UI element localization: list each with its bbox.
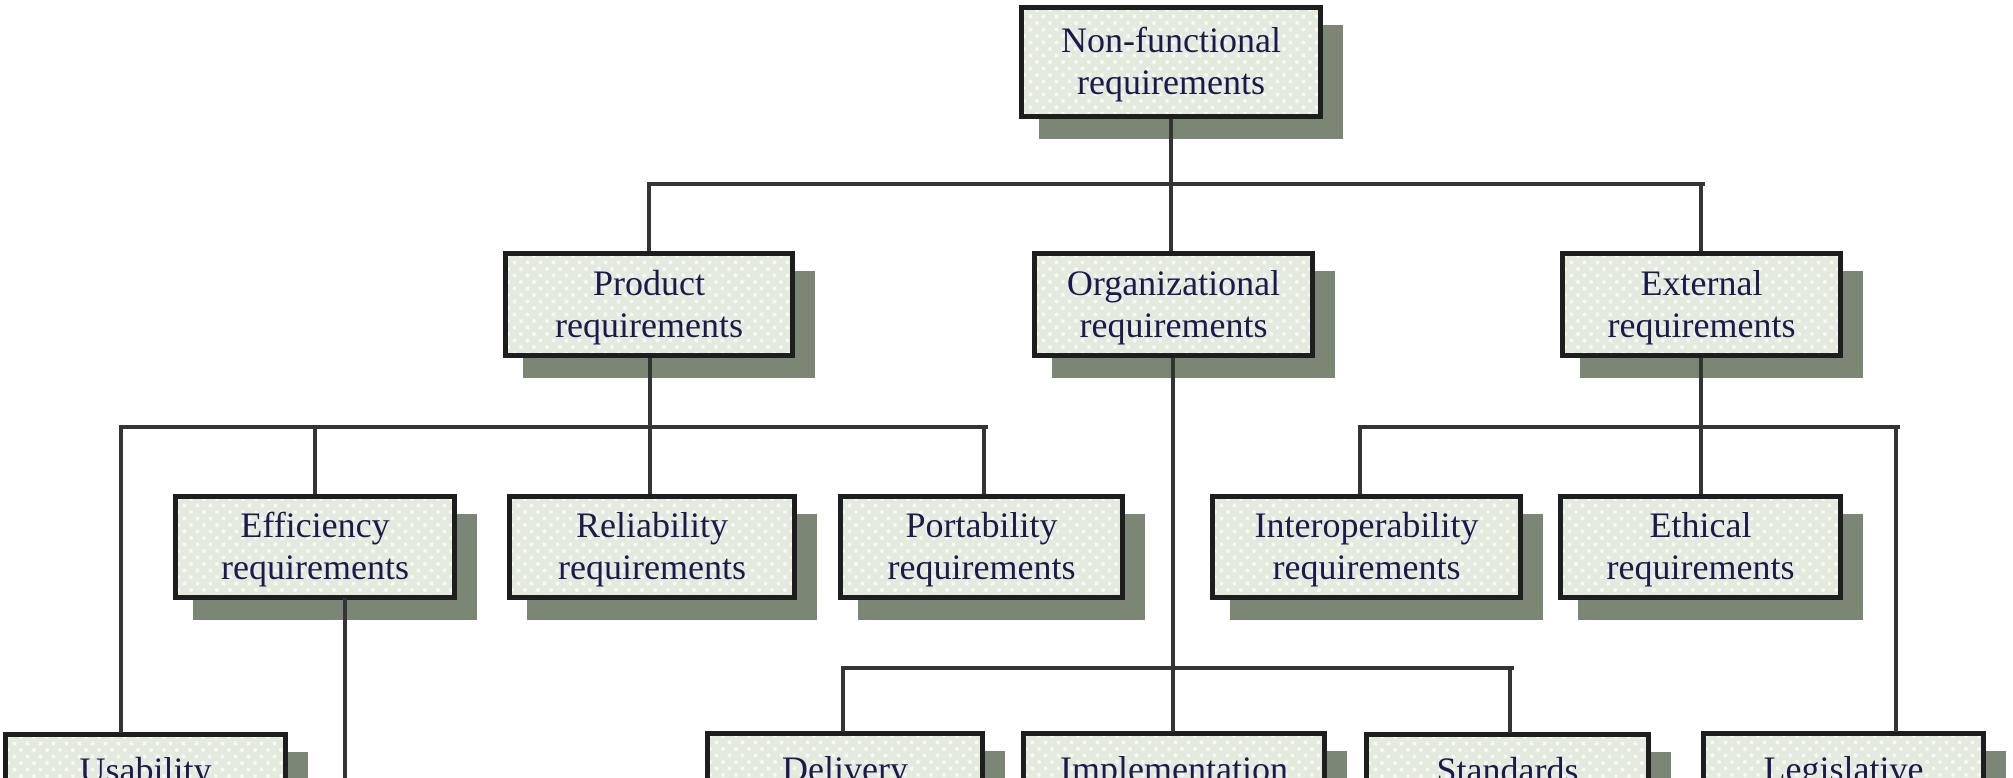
connector xyxy=(1894,425,1898,732)
node-label: Delivery xyxy=(782,749,908,778)
node-label: Reliability requirements xyxy=(558,505,746,587)
node-label: Interoperability requirements xyxy=(1254,505,1479,587)
node-usability: Usability xyxy=(3,732,288,778)
node-standards: Standards xyxy=(1364,732,1651,778)
connector xyxy=(647,182,651,251)
node-organizational-requirements: Organizational requirements xyxy=(1032,251,1315,358)
node-label: Legislative xyxy=(1763,749,1924,778)
node-label: Ethical requirements xyxy=(1606,505,1795,587)
connector xyxy=(1508,666,1512,733)
connector xyxy=(1169,119,1173,186)
node-label: Usability xyxy=(79,750,212,778)
connector xyxy=(841,666,1514,670)
node-label: Implementation xyxy=(1060,749,1288,778)
node-efficiency-requirements: Efficiency requirements xyxy=(173,494,457,600)
connector xyxy=(1358,425,1900,429)
node-portability-requirements: Portability requirements xyxy=(838,494,1125,600)
node-label: Product requirements xyxy=(555,262,743,345)
connector xyxy=(1169,182,1173,251)
connector xyxy=(1358,425,1362,494)
node-reliability-requirements: Reliability requirements xyxy=(507,494,797,600)
connector xyxy=(841,666,845,732)
node-legislative: Legislative xyxy=(1701,731,1986,778)
connector xyxy=(982,425,986,494)
connector xyxy=(119,425,123,733)
node-non-functional-requirements: Non-functional requirements xyxy=(1019,5,1323,119)
connector xyxy=(313,425,317,494)
node-interoperability-requirements: Interoperability requirements xyxy=(1210,494,1523,600)
connector xyxy=(1699,182,1703,251)
node-label: Non-functional requirements xyxy=(1061,20,1281,102)
node-implementation: Implementation xyxy=(1021,731,1327,778)
node-ethical-requirements: Ethical requirements xyxy=(1558,494,1843,600)
node-label: Portability requirements xyxy=(887,505,1076,587)
connector xyxy=(1171,358,1175,670)
node-delivery: Delivery xyxy=(705,731,985,778)
connector xyxy=(1171,666,1175,732)
node-external-requirements: External requirements xyxy=(1560,251,1843,358)
connector xyxy=(343,598,347,778)
node-label: Organizational requirements xyxy=(1066,262,1281,345)
node-label: Standards xyxy=(1436,750,1579,778)
node-label: External requirements xyxy=(1607,262,1796,345)
node-label: Efficiency requirements xyxy=(221,505,409,587)
connector xyxy=(647,182,1705,186)
node-product-requirements: Product requirements xyxy=(503,251,795,358)
connector xyxy=(119,425,988,429)
